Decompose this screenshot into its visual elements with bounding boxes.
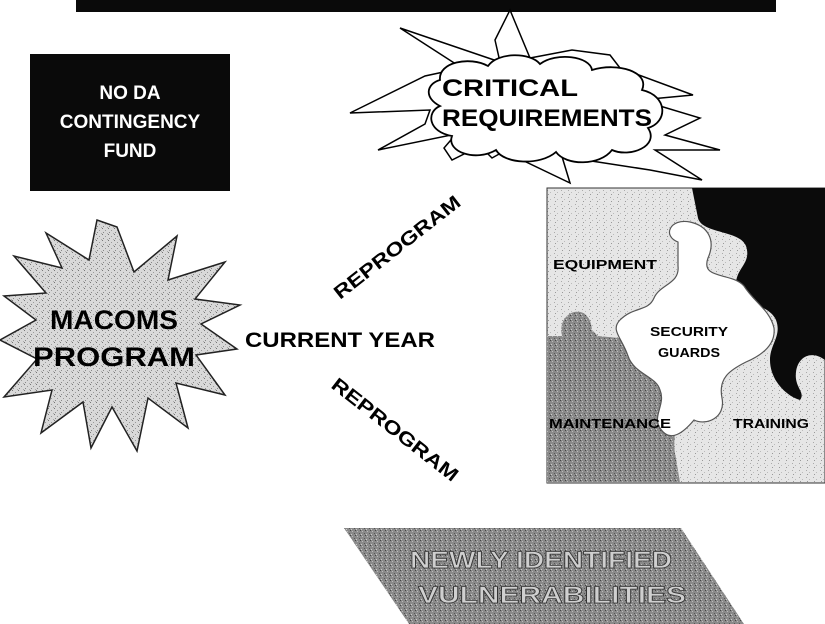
training-label: TRAINING — [733, 417, 809, 431]
equipment-label: EQUIPMENT — [553, 258, 658, 272]
critical-requirements-callout: CRITICAL REQUIREMENTS — [349, 8, 721, 185]
current-year-label: CURRENT YEAR — [245, 329, 435, 352]
macoms-program-starburst: MACOMS PROGRAM — [0, 219, 243, 454]
vulnerabilities-parallelogram — [344, 528, 744, 624]
no-da-line3: FUND — [103, 141, 157, 162]
puzzle-piece-security-guards — [615, 220, 775, 437]
macoms-star-shape — [0, 219, 243, 454]
security-line2: GUARDS — [658, 346, 720, 360]
reprogram-upper-label: REPROGRAM — [330, 192, 465, 304]
security-line1: SECURITY — [650, 325, 729, 339]
critical-cloud — [427, 54, 664, 164]
critical-line2: REQUIREMENTS — [442, 105, 652, 132]
security-puzzle: EQUIPMENT SECURITY GUARDS MAINTENANCE TR… — [546, 187, 825, 484]
maintenance-label: MAINTENANCE — [549, 417, 671, 431]
vulnerabilities-line1: NEWLY IDENTIFIED — [410, 547, 672, 574]
no-da-line1: NO DA — [99, 83, 161, 104]
no-da-contingency-fund-box: NO DA CONTINGENCY FUND — [30, 54, 230, 191]
no-da-line2: CONTINGENCY — [59, 112, 201, 133]
macoms-line1: MACOMS — [50, 305, 178, 335]
vulnerabilities-line2: VULNERABILITIES — [418, 582, 686, 609]
puzzle-piece-black — [692, 188, 825, 400]
top-banner-bar — [76, 0, 776, 12]
critical-line1: CRITICAL — [442, 75, 578, 102]
reprogram-lower-label: REPROGRAM — [327, 374, 462, 486]
macoms-line2: PROGRAM — [33, 342, 195, 372]
newly-identified-vulnerabilities: NEWLY IDENTIFIED VULNERABILITIES — [344, 528, 744, 624]
